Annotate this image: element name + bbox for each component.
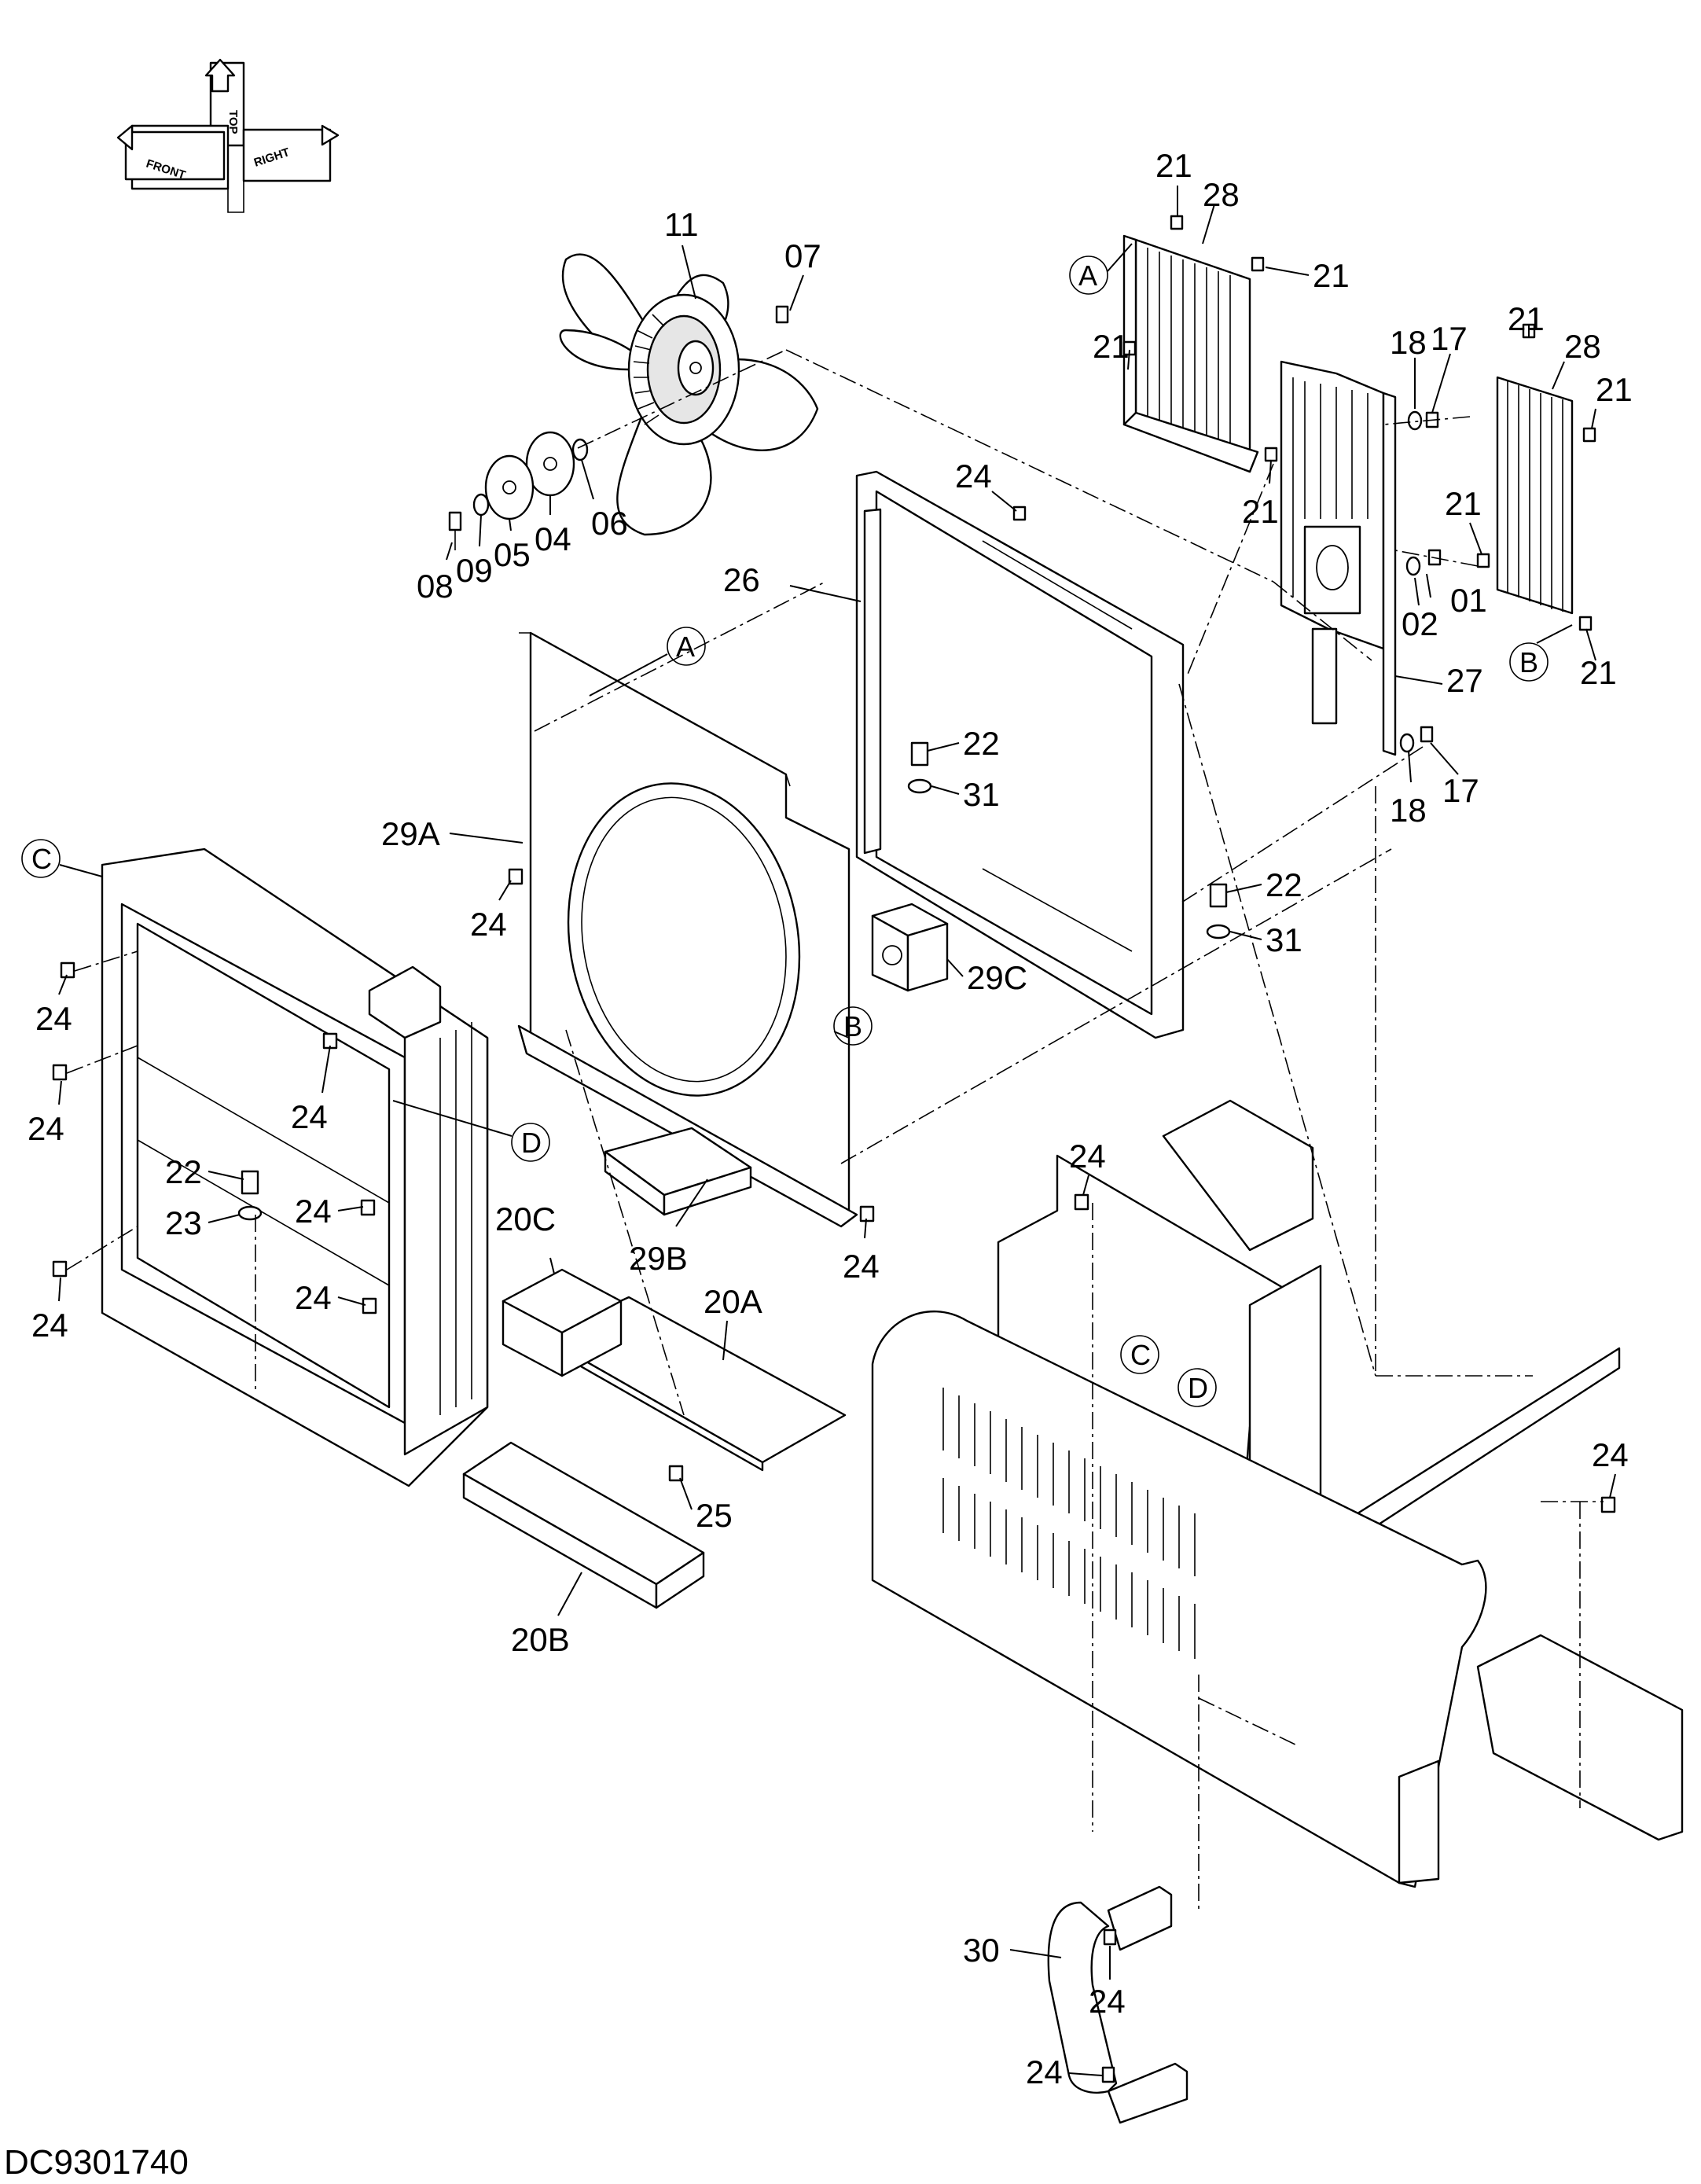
side-cover-panel [871, 1310, 1487, 1888]
fan-assembly [559, 253, 819, 536]
callout-24-shroud-bottom: 24 [843, 1248, 880, 1285]
callout-21-left: 21 [1093, 328, 1130, 365]
callout-09: 09 [456, 552, 493, 589]
ref-D-support: D [1188, 1372, 1208, 1404]
callout-23: 23 [165, 1204, 202, 1241]
ref-D-radiator: D [521, 1127, 542, 1159]
callout-24-radiator-right: 24 [295, 1193, 332, 1230]
shroud-frame-26 [855, 470, 1185, 1039]
callout-11: 11 [664, 206, 699, 243]
radiator [101, 847, 489, 1487]
callout-21-bottom-right: 21 [1580, 654, 1617, 691]
callout-29A: 29A [381, 815, 440, 852]
callout-24-shroud-top: 24 [955, 458, 992, 495]
callout-08: 08 [417, 568, 454, 605]
ref-B-cooler: B [1519, 646, 1538, 678]
bolt-08 [448, 511, 462, 550]
callout-24-handle-lower: 24 [1026, 2053, 1063, 2090]
spacer-04 [525, 431, 575, 497]
callout-18-lower: 18 [1390, 792, 1427, 829]
callout-31-shroud: 31 [963, 776, 1000, 813]
callout-26: 26 [723, 561, 760, 598]
callout-29C: 29C [967, 959, 1027, 996]
callout-24-shroud-plate: 24 [470, 906, 507, 943]
assembly-lines [66, 349, 1604, 1910]
callout-24-radiator-mid: 24 [291, 1098, 328, 1135]
seal-20B [462, 1441, 705, 1609]
callout-24-radiator-low: 24 [295, 1279, 332, 1316]
handle-30 [1047, 1885, 1188, 2124]
callout-17-lower: 17 [1442, 772, 1479, 809]
callout-24-handle-upper: 24 [1089, 1983, 1126, 2020]
callout-29B: 29B [629, 1240, 688, 1277]
callout-04: 04 [535, 520, 571, 557]
washer-09 [472, 493, 490, 517]
callout-27: 27 [1446, 662, 1483, 699]
callout-28-lower: 28 [1564, 328, 1601, 365]
seal-20C [501, 1268, 623, 1377]
callout-22-shroud: 22 [963, 725, 1000, 762]
support-bracket [997, 1099, 1684, 1841]
drawing-code: DC9301740 [4, 2143, 189, 2182]
callout-20A: 20A [704, 1283, 762, 1320]
callout-20C: 20C [495, 1200, 556, 1237]
reference-markers: A A B B C C D D [21, 243, 1573, 1407]
callout-22-radiator: 22 [165, 1153, 202, 1190]
callout-01: 01 [1450, 582, 1487, 619]
oil-cooler-lower [1496, 376, 1574, 615]
ref-A-cooler: A [1078, 259, 1097, 292]
callout-17-upper: 17 [1431, 320, 1468, 357]
callout-07: 07 [784, 237, 821, 274]
callout-22-right: 22 [1266, 866, 1302, 903]
callout-24-radiator-upper: 24 [35, 1000, 72, 1037]
washer-06 [571, 438, 589, 461]
callout-30: 30 [963, 1932, 1000, 1969]
callouts: 11 07 06 04 05 09 08 21 28 21 21 21 18 1… [28, 147, 1633, 2090]
orientation-top-label: TOP [226, 110, 240, 134]
callout-06: 06 [591, 505, 628, 542]
seal-29C [871, 903, 949, 992]
ref-B-shroud: B [843, 1010, 862, 1042]
spacer-05 [484, 454, 535, 520]
callout-31-right: 31 [1266, 921, 1302, 958]
shroud-plate-29A [517, 631, 858, 1228]
callout-28-upper: 28 [1203, 176, 1240, 213]
callout-18-upper: 18 [1390, 324, 1427, 361]
callout-24-support: 24 [1069, 1138, 1106, 1175]
oil-cooler-upper [1122, 234, 1259, 473]
callout-24-radiator-left: 24 [28, 1110, 64, 1147]
seal-29B [604, 1127, 752, 1216]
callout-21-middle: 21 [1242, 493, 1279, 530]
ref-C-support: C [1130, 1339, 1151, 1371]
callout-21-far-right: 21 [1596, 371, 1633, 408]
callout-21-upper-right: 21 [1313, 257, 1350, 294]
orientation-symbol: FRONT TOP RIGHT [116, 58, 340, 213]
callout-20B: 20B [511, 1621, 570, 1658]
callout-21-far-right-top: 21 [1508, 300, 1545, 337]
callout-24-radiator-bottom: 24 [31, 1307, 68, 1344]
callout-25: 25 [696, 1497, 733, 1534]
ref-A-shroud: A [676, 631, 695, 663]
callout-21-top: 21 [1155, 147, 1192, 184]
callout-24-support-right: 24 [1592, 1436, 1629, 1473]
callout-02: 02 [1402, 605, 1438, 642]
callout-05: 05 [494, 536, 531, 573]
callout-21-lower-middle: 21 [1445, 485, 1482, 522]
bracket-27 [1280, 360, 1397, 756]
bolt-07 [775, 305, 789, 324]
ref-C-radiator: C [31, 843, 52, 875]
